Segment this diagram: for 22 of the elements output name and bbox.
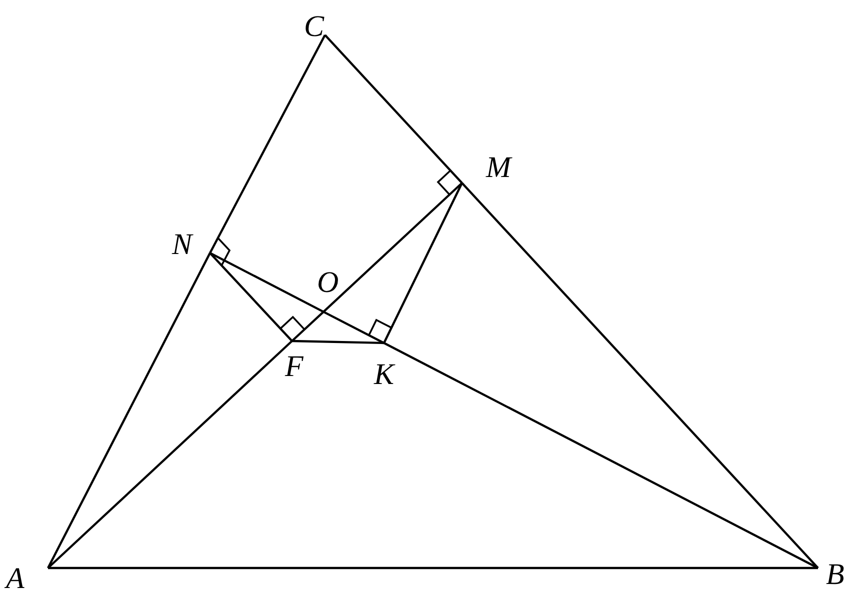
line-segment	[48, 566, 818, 570]
line-segment	[383, 182, 463, 344]
line-segment	[210, 252, 324, 313]
line-segment	[209, 252, 293, 342]
line-segment	[324, 34, 463, 184]
point-label: M	[486, 153, 511, 183]
point-label: B	[826, 560, 844, 590]
line-segment	[292, 340, 384, 344]
line-segment	[209, 34, 326, 254]
line-segment	[47, 340, 293, 569]
point-label: A	[6, 564, 24, 594]
line-segment	[291, 311, 324, 342]
line-segment	[47, 252, 211, 568]
point-label: K	[374, 360, 394, 390]
point-label: C	[304, 12, 324, 42]
point-label: O	[317, 268, 339, 298]
line-segment	[461, 182, 819, 569]
line-segment	[384, 342, 818, 569]
point-label: N	[172, 230, 192, 260]
line-segment	[322, 182, 463, 313]
point-label: F	[285, 352, 304, 382]
line-segment	[323, 310, 384, 344]
